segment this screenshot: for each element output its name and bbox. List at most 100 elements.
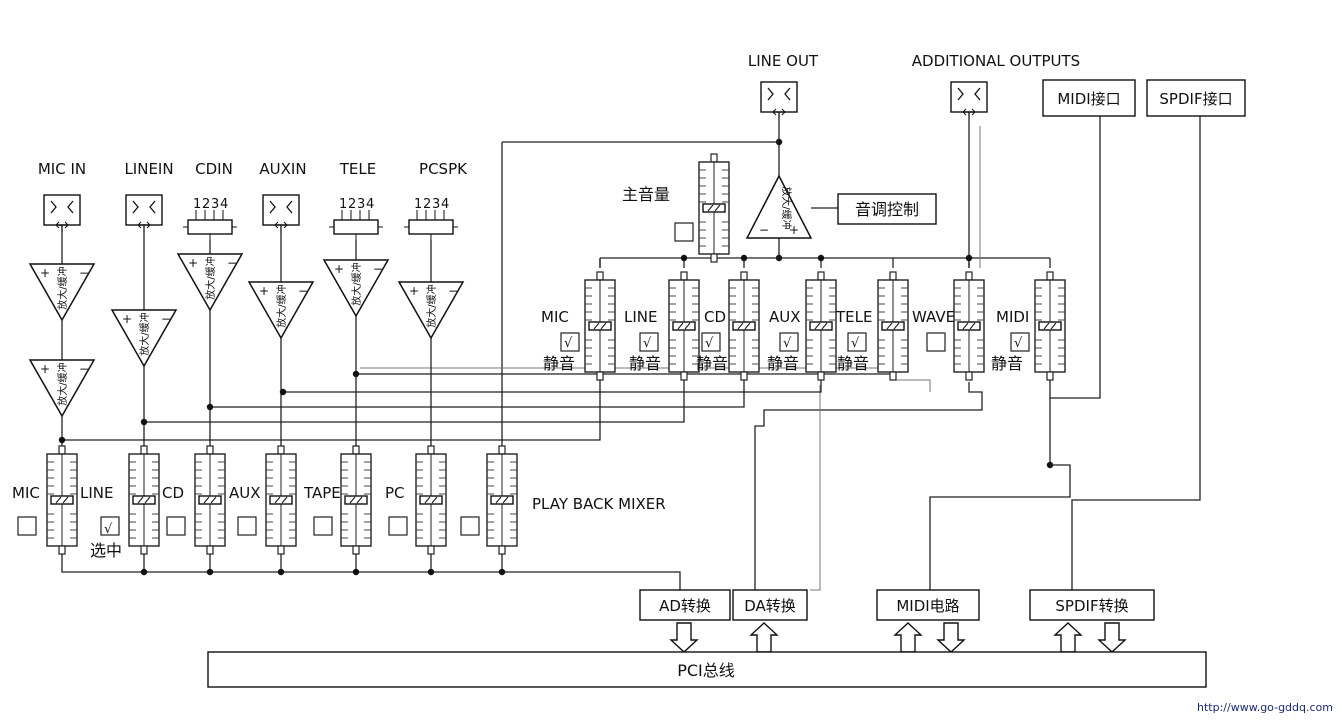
spdif-port-label: SPDIF接口 (1159, 90, 1232, 108)
playback-mixer-title: PLAY BACK MIXER (532, 495, 666, 513)
tele-connector (328, 209, 384, 241)
pin-number: 3 (432, 197, 440, 212)
wire (61, 545, 681, 590)
junction-dot (680, 254, 688, 262)
mic-in-label: MIC IN (38, 160, 86, 178)
master-amplifier: − + 放大/缓冲 (745, 174, 813, 239)
junction-dot (206, 403, 214, 411)
svg-text:+: + (789, 223, 799, 237)
aux-in-jack (262, 194, 300, 234)
tone-control-box (837, 193, 937, 225)
wire (1071, 116, 1201, 590)
svg-text:−: − (759, 223, 769, 237)
spdif-converter-label: SPDIF转换 (1055, 597, 1128, 615)
mute-label: 静音 (991, 354, 1023, 373)
wire (210, 380, 745, 408)
master-volume-label: 主音量 (622, 185, 670, 204)
pin-number: 3 (357, 197, 365, 212)
wire (929, 464, 1071, 590)
pin-number: 1 (414, 197, 422, 212)
input-amp-label: 放大/缓冲 (204, 256, 217, 299)
da-converter-box (732, 589, 808, 621)
pin-number: 1 (193, 197, 201, 212)
wire (62, 380, 601, 441)
playback-mixer-channel-label: AUX (229, 484, 261, 502)
mute-label: 静音 (696, 354, 728, 373)
junction-dot (352, 370, 360, 378)
wire (893, 379, 931, 392)
junction-dot (965, 254, 973, 262)
mic-in-jack (43, 194, 81, 234)
playback-mixer-channel-label: LINE (80, 484, 113, 502)
mute-label: 静音 (629, 354, 661, 373)
da-converter-label: DA转换 (744, 597, 796, 615)
pc-spk-label: PCSPK (419, 160, 468, 178)
output-mixer-channel-label: WAVE (912, 308, 955, 326)
arrow-down-icon (936, 622, 966, 653)
wire (283, 380, 822, 393)
spdif-converter-box (1029, 589, 1155, 621)
junction-dot (427, 568, 435, 576)
line-in-label: LINEIN (124, 160, 173, 178)
line-out-jack (760, 81, 798, 121)
output-mixer-fader (584, 271, 616, 381)
ad-converter-box (639, 589, 731, 621)
pc-spk-connector (403, 209, 459, 241)
selected-check-mark: √ (104, 522, 113, 537)
arrow-up-icon (893, 622, 923, 653)
pci-bus-label: PCI总线 (677, 661, 735, 680)
mute-check-mark: √ (783, 336, 792, 351)
playback-select-checkbox (237, 516, 257, 536)
playback-select-checkbox (313, 516, 333, 536)
wire (1050, 116, 1101, 399)
playback-mixer-channel-label: MIC (12, 484, 40, 502)
input-amp-label: 放大/缓冲 (275, 284, 288, 327)
mute-check-mark: √ (851, 336, 860, 351)
ad-converter-label: AD转换 (659, 597, 711, 615)
master-amp-label: 放大/缓冲 (780, 186, 793, 229)
midi-circuit-box (876, 589, 980, 621)
junction-dot (279, 388, 287, 396)
junction-dot (206, 568, 214, 576)
additional-outputs-label: ADDITIONAL OUTPUTS (912, 52, 1080, 70)
mute-check-mark: √ (1014, 336, 1023, 351)
playback-mixer-fader (486, 445, 518, 555)
junction-dot (352, 568, 360, 576)
pin-number: 1 (339, 197, 347, 212)
input-amp-label: 放大/缓冲 (350, 262, 363, 305)
pin-number: 4 (441, 197, 449, 212)
mute-check-mark: √ (705, 336, 714, 351)
master-mute-checkbox (674, 222, 694, 242)
pin-number: 4 (220, 197, 228, 212)
input-amp-label: 放大/缓冲 (56, 362, 69, 405)
output-mixer-mute-checkbox (926, 332, 946, 352)
junction-dot (277, 568, 285, 576)
playback-mixer-fader (340, 445, 372, 555)
tone-control-label: 音调控制 (855, 200, 919, 219)
output-mixer-channel-label: MIC (541, 308, 569, 326)
mute-label: 静音 (767, 354, 799, 373)
midi-port-label: MIDI接口 (1057, 90, 1120, 108)
mute-label: 静音 (543, 354, 575, 373)
selected-label: 选中 (90, 541, 122, 560)
aux-in-label: AUXIN (259, 160, 306, 178)
input-amp-label: 放大/缓冲 (138, 312, 151, 355)
master-volume-fader (698, 153, 730, 263)
output-mixer-channel-label: AUX (769, 308, 801, 326)
bus-arrows (669, 622, 1127, 653)
output-mixer-channel-label: CD (704, 308, 726, 326)
playback-mixer-fader (128, 445, 160, 555)
wire (810, 385, 821, 591)
wire (144, 380, 685, 423)
output-mixer-fader (805, 271, 837, 381)
pin-number: 2 (348, 197, 356, 212)
junction-dot (140, 568, 148, 576)
arrow-up-icon (1053, 622, 1083, 653)
mute-check-mark: √ (564, 336, 573, 351)
input-amp-label: 放大/缓冲 (425, 284, 438, 327)
playback-select-checkbox (17, 516, 37, 536)
output-mixer-fader (728, 271, 760, 381)
